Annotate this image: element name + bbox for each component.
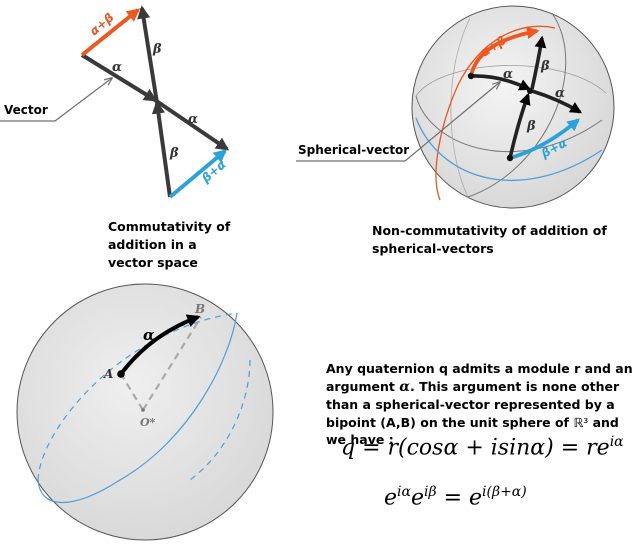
product-exp-3: i(β+α) xyxy=(482,484,527,500)
description-part-1: Any quaternion q admits a module r and a… xyxy=(326,361,633,394)
euler-alpha-2: α xyxy=(530,435,546,461)
great-circle-back xyxy=(415,65,607,97)
argument-arc-alpha xyxy=(119,314,201,376)
beta-vector-bottom xyxy=(151,100,172,198)
label-beta-1: β xyxy=(152,42,162,57)
blue-great-circle-back xyxy=(37,312,251,481)
alpha-plus-beta-vector xyxy=(80,8,141,57)
great-circle-vertical-back xyxy=(450,17,471,198)
product-eq: = e xyxy=(436,485,483,511)
label-argument-alpha: α xyxy=(143,326,155,344)
great-circle-vertical xyxy=(467,12,567,198)
sph-label-alpha-2: α xyxy=(555,86,565,101)
point-middle xyxy=(527,88,533,94)
label-alpha-1: α xyxy=(112,60,122,75)
beta-vector-top xyxy=(137,5,159,104)
euler-mid: + isin xyxy=(458,435,531,461)
euler-formula: q = r(cosα + isinα) = reiα xyxy=(341,434,624,460)
sph-label-beta-2: β xyxy=(526,119,536,134)
product-exp-1: iα xyxy=(397,484,411,500)
product-e1: e xyxy=(384,485,398,511)
sphere-top xyxy=(411,5,615,209)
vector-callout-leader xyxy=(0,78,112,122)
euler-exponent: iα xyxy=(609,434,624,450)
vector-callout-label: Vector xyxy=(4,103,48,117)
product-e2: e xyxy=(410,485,424,511)
spherical-alpha-plus-beta xyxy=(469,26,540,77)
point-start-top xyxy=(467,72,475,80)
spherical-beta-plus-alpha xyxy=(509,118,580,160)
point-a-dot xyxy=(117,370,125,378)
great-circle-horizontal xyxy=(415,95,603,153)
spherical-vector-figure: α+β β+α α α β β xyxy=(296,5,615,209)
orange-great-circle xyxy=(435,25,556,201)
label-point-b: B xyxy=(194,302,205,316)
sphere-bottom xyxy=(16,283,274,541)
argument-sphere-figure: A B O* α xyxy=(16,283,274,541)
spherical-beta-bottom xyxy=(508,92,531,159)
euler-alpha-1: α xyxy=(443,435,459,461)
euler-lhs: q = r(cos xyxy=(341,435,444,461)
alpha-vector-bottom xyxy=(153,98,230,151)
label-point-a: A xyxy=(103,367,113,381)
commutativity-caption: Commutativity of addition in a vector sp… xyxy=(108,219,231,270)
spherical-vector-callout-leader xyxy=(296,82,500,162)
product-exp-2: iβ xyxy=(424,484,437,500)
description-part-2: . This argument is none other than a sph… xyxy=(326,378,620,430)
label-beta-plus-alpha: β+α xyxy=(198,157,229,186)
quaternion-description: Any quaternion q admits a module r and a… xyxy=(326,360,642,449)
euler-rhs: ) = re xyxy=(545,435,610,461)
blue-great-circle-front xyxy=(37,312,238,504)
spherical-beta-top xyxy=(530,35,547,90)
spherical-alpha-top xyxy=(470,74,532,91)
origin-dot xyxy=(141,408,145,412)
alpha-vector-top xyxy=(80,53,158,102)
point-start-bottom xyxy=(506,154,514,162)
exponential-product-formula: eiαeiβ = ei(β+α) xyxy=(384,484,527,510)
sph-label-beta-1: β xyxy=(540,59,550,74)
description-alpha: α xyxy=(399,378,410,395)
label-beta-2: β xyxy=(169,146,179,161)
beta-plus-alpha-vector xyxy=(168,149,228,199)
label-origin: O* xyxy=(140,416,156,429)
label-alpha-2: α xyxy=(188,112,198,127)
label-alpha-plus-beta: α+β xyxy=(87,10,117,38)
spherical-vector-callout-label: Spherical-vector xyxy=(298,143,410,157)
blue-great-circle xyxy=(415,117,603,182)
radius-to-b xyxy=(142,316,202,411)
spherical-alpha-bottom xyxy=(531,89,583,114)
description-part-3: and we have : xyxy=(326,414,619,448)
description-r3: ℝ³ xyxy=(573,414,589,430)
non-commutativity-caption: Non-commutativity of addition of spheric… xyxy=(372,223,607,256)
sph-label-alpha-1: α xyxy=(503,67,513,82)
